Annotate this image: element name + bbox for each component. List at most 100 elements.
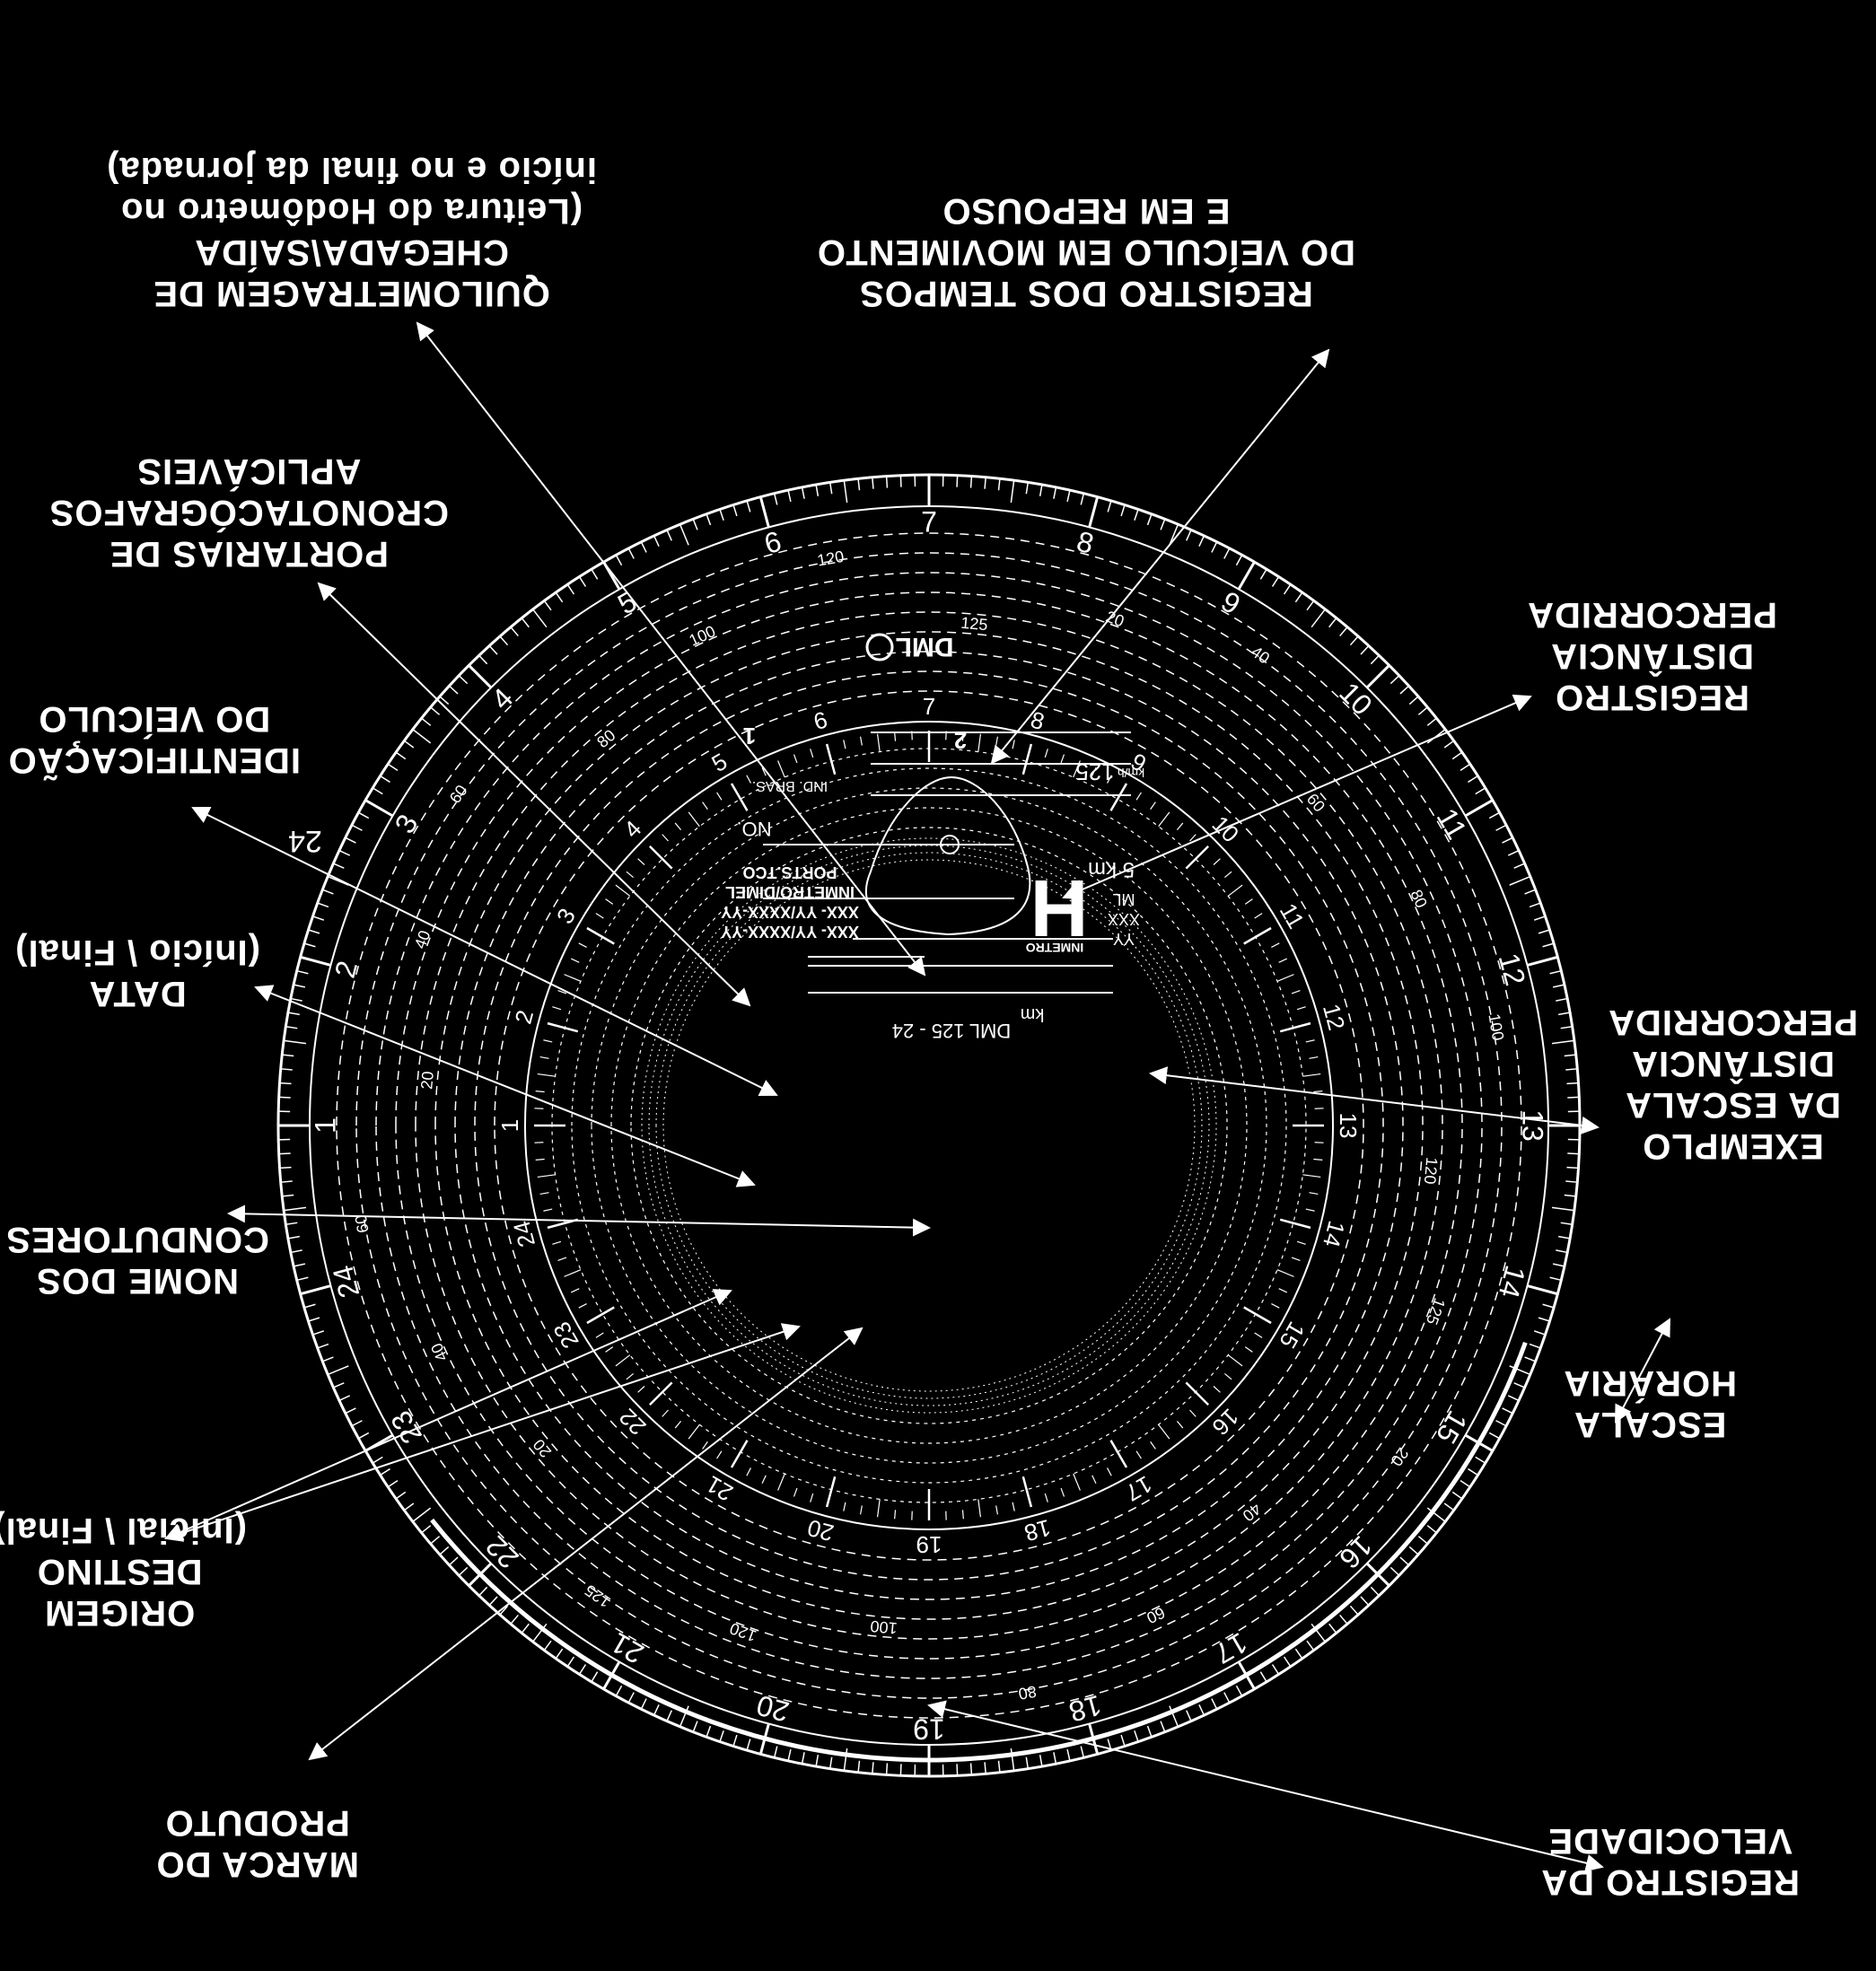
hour-tick xyxy=(1237,1660,1256,1690)
hour-tick xyxy=(984,477,986,489)
hour-tick xyxy=(1507,1395,1520,1402)
hour-tick xyxy=(1513,1382,1525,1388)
hour-tick xyxy=(1549,969,1562,975)
arrow-origem-destino-2 xyxy=(164,1323,801,1542)
hour-tick xyxy=(1370,654,1380,665)
time-tick xyxy=(1305,1039,1315,1043)
time-tick xyxy=(1189,1409,1197,1417)
time-tick xyxy=(1279,1021,1311,1033)
time-tick xyxy=(1276,974,1294,982)
arrow-exemplo-escala xyxy=(1149,1066,1600,1134)
disc-km-label: km xyxy=(1021,1004,1045,1024)
time-tick xyxy=(961,1510,964,1520)
arrow-registro-velocidade xyxy=(927,1700,1604,1872)
hour-tick xyxy=(1565,1180,1578,1183)
time-tick xyxy=(1271,1303,1280,1309)
disc-mark-xxx: XXX xyxy=(1108,910,1140,928)
time-tick xyxy=(1296,1240,1306,1245)
hour-tick xyxy=(1564,1054,1576,1057)
time-tick xyxy=(1244,1346,1253,1353)
hour-tick xyxy=(1460,1479,1471,1488)
arrow-nome-condutores xyxy=(227,1204,931,1237)
hour-tick xyxy=(1538,1317,1550,1322)
hour-tick xyxy=(1365,664,1390,689)
hour-tick xyxy=(1533,915,1546,921)
time-tick xyxy=(1276,1269,1294,1277)
hour-tick xyxy=(1365,1562,1390,1587)
hour-tick xyxy=(899,1764,902,1776)
hour-tick xyxy=(1527,955,1558,967)
arrow-portarias xyxy=(317,582,751,1007)
time-tick xyxy=(539,1192,549,1195)
time-tick xyxy=(1150,1441,1156,1450)
hour-tick xyxy=(1451,1491,1463,1500)
time-tick xyxy=(1291,1257,1301,1262)
hour-tick xyxy=(1468,1467,1478,1476)
hour-tick xyxy=(1360,1596,1370,1607)
time-tick xyxy=(1302,1174,1321,1178)
hour-tick xyxy=(1542,1303,1555,1309)
hour-tick xyxy=(1475,1456,1486,1464)
hour-tick xyxy=(1339,626,1348,637)
hour-tick xyxy=(1399,685,1410,695)
time-tick xyxy=(1224,1372,1232,1380)
hour-tick xyxy=(1556,1249,1568,1254)
hour-tick xyxy=(1417,1536,1428,1545)
time-tick xyxy=(894,1510,897,1520)
hour-tick xyxy=(296,1276,309,1282)
hour-tick xyxy=(1464,1433,1494,1452)
hour-label-inner: 7 xyxy=(923,693,935,720)
speed-label: 80 xyxy=(1017,1682,1038,1703)
hour-tick xyxy=(294,1263,306,1267)
time-tick xyxy=(1073,1473,1081,1491)
hour-tick xyxy=(1529,902,1541,908)
hour-tick xyxy=(1259,1671,1267,1683)
hour-tick xyxy=(1529,1343,1541,1349)
arrow-data xyxy=(254,985,756,1187)
hour-tick xyxy=(1235,1685,1243,1696)
hour-tick xyxy=(1502,1407,1513,1415)
time-tick xyxy=(557,1257,567,1262)
time-tick xyxy=(977,1499,982,1518)
time-tick xyxy=(1176,1421,1184,1429)
hour-tick xyxy=(1509,1365,1531,1376)
disc-inmetro-label: INMETRO xyxy=(1026,941,1084,955)
speed-label: 100 xyxy=(870,1617,899,1638)
hour-tick xyxy=(1408,1546,1419,1555)
hour-tick xyxy=(290,1249,302,1254)
time-tick xyxy=(1296,1006,1306,1011)
time-tick xyxy=(1060,1487,1065,1497)
disc-model-code: DML 125 - 24 xyxy=(892,1020,1011,1042)
time-tick xyxy=(1291,989,1301,994)
arrow-escala-horaria xyxy=(1615,1318,1670,1424)
time-tick xyxy=(1244,898,1253,905)
time-tick xyxy=(1213,1386,1221,1393)
hour-tick xyxy=(1360,644,1370,655)
time-tick xyxy=(1278,958,1288,963)
hour-tick xyxy=(1349,1605,1359,1616)
hour-tick xyxy=(1426,1525,1437,1534)
hour-tick xyxy=(287,1235,300,1240)
hour-tick xyxy=(1542,942,1555,948)
hour-tick xyxy=(1560,1025,1573,1029)
hour-tick xyxy=(1271,1664,1280,1675)
time-tick xyxy=(1044,1493,1048,1502)
hour-tick xyxy=(1552,1263,1565,1267)
time-tick xyxy=(876,1499,881,1518)
hour-tick xyxy=(1524,1356,1536,1362)
time-tick xyxy=(1278,1288,1288,1293)
hour-tick xyxy=(1552,984,1565,988)
hour-tick xyxy=(1560,1222,1573,1226)
speed-label: 125 xyxy=(960,614,989,635)
time-tick xyxy=(1309,1056,1319,1059)
hour-tick xyxy=(1311,1623,1326,1642)
hour-tick xyxy=(1389,1566,1400,1576)
arrow-origem-destino-1 xyxy=(164,1289,732,1540)
time-tick xyxy=(1243,926,1272,945)
hour-tick xyxy=(1549,1276,1562,1282)
arrow-identificacao xyxy=(191,806,778,1097)
arrow-registro-tempos xyxy=(990,348,1330,765)
hour-tick xyxy=(956,475,959,487)
